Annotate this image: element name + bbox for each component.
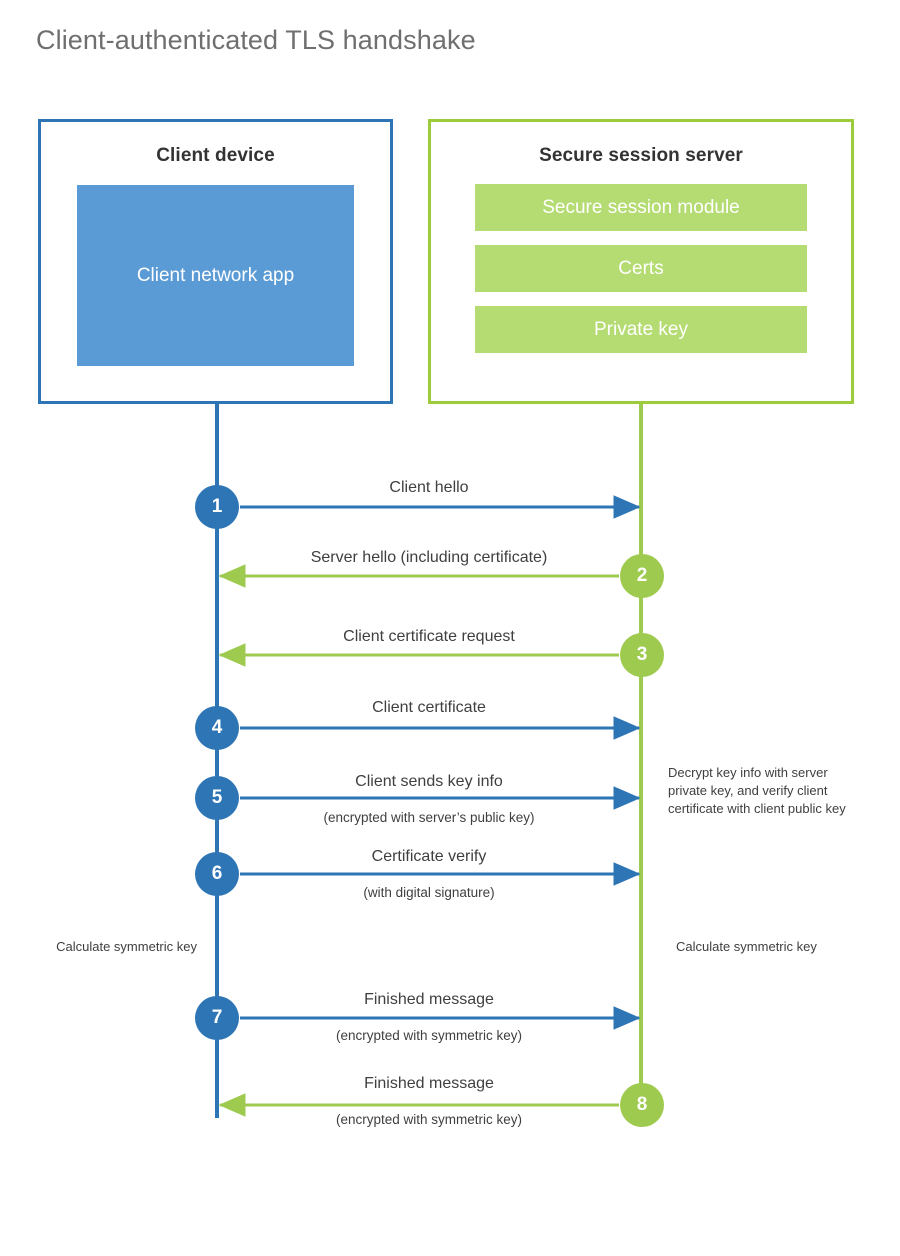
step-badge-8[interactable]: 8 — [620, 1083, 664, 1127]
step-badge-2[interactable]: 2 — [620, 554, 664, 598]
message-label-2: Server hello (including certificate) — [310, 549, 548, 566]
message-sublabel-8: (encrypted with symmetric key) — [335, 1112, 523, 1127]
certs-block: Certs — [475, 245, 807, 292]
client-calculate-symmetric-key-note: Calculate symmetric key — [56, 939, 197, 954]
client-network-app-block: Client network app — [77, 185, 354, 366]
message-label-6: Certificate verify — [371, 848, 487, 865]
step-badge-4[interactable]: 4 — [195, 706, 239, 750]
message-label-5: Client sends key info — [355, 773, 503, 790]
message-sublabel-7: (encrypted with symmetric key) — [335, 1028, 523, 1043]
step-badge-5[interactable]: 5 — [195, 776, 239, 820]
step-badge-6[interactable]: 6 — [195, 852, 239, 896]
message-label-1: Client hello — [389, 479, 469, 496]
message-label-3: Client certificate request — [343, 628, 515, 645]
secure-session-server-box: Secure session server Secure session mod… — [428, 119, 854, 404]
step-badge-3[interactable]: 3 — [620, 633, 664, 677]
message-sublabel-6: (with digital signature) — [363, 885, 495, 900]
secure-session-server-title: Secure session server — [539, 145, 743, 166]
server-decrypt-note: Decrypt key info with server private key… — [668, 765, 846, 816]
message-sublabel-5: (encrypted with server’s public key) — [323, 810, 535, 825]
server-component-stack: Secure session module Certs Private key — [431, 184, 851, 353]
client-device-box: Client device Client network app — [38, 119, 393, 404]
secure-session-module-block: Secure session module — [475, 184, 807, 231]
step-badge-1[interactable]: 1 — [195, 485, 239, 529]
message-label-4: Client certificate — [372, 699, 486, 716]
step-badge-7[interactable]: 7 — [195, 996, 239, 1040]
message-label-8: Finished message — [364, 1075, 494, 1092]
message-label-7: Finished message — [364, 991, 494, 1008]
page-title: Client-authenticated TLS handshake — [36, 25, 476, 55]
server-calculate-symmetric-key-note: Calculate symmetric key — [676, 939, 817, 954]
client-device-title: Client device — [156, 145, 275, 166]
private-key-block: Private key — [475, 306, 807, 353]
